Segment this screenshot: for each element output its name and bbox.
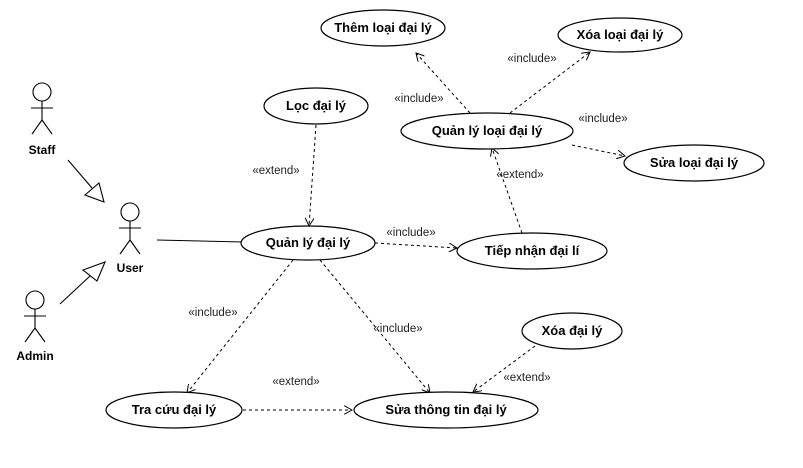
association-user-quan-ly [156, 239, 244, 243]
use-case-quan-ly-loai[interactable]: Quản lý loại đại lý [400, 112, 574, 150]
use-case-xoa-label: Xóa đại lý [542, 323, 603, 338]
stereo-include-them-loai: «include» [394, 93, 443, 105]
use-case-them-loai[interactable]: Thêm loại đại lý [320, 9, 446, 47]
stereo-extend-loc: «extend» [252, 165, 299, 177]
use-case-tra-cuu-label: Tra cứu đại lý [132, 402, 217, 417]
include-xoa-loai [509, 52, 590, 114]
stereo-include-sua-loai: «include» [578, 113, 627, 125]
stereo-extend-tra-cuu: «extend» [272, 376, 319, 388]
stereo-include-tiep-nhan: «include» [386, 227, 435, 239]
actor-user[interactable]: User [117, 202, 144, 275]
use-case-quan-ly-label: Quản lý đại lý [266, 235, 351, 250]
include-tra-cuu [187, 259, 294, 393]
use-case-xoa-loai[interactable]: Xóa loại đại lý [557, 17, 683, 53]
extend-loc-quan-ly [309, 124, 317, 226]
stereo-include-tra-cuu: «include» [188, 307, 237, 319]
use-case-tiep-nhan-label: Tiếp nhận đại lí [485, 243, 580, 258]
generalization-admin-user [59, 261, 106, 305]
actor-admin-label: Admin [16, 349, 53, 363]
actor-user-label: User [117, 261, 144, 275]
relationships [187, 52, 625, 410]
use-case-them-loai-label: Thêm loại đại lý [334, 20, 432, 35]
stereo-include-sua-thong-tin: «include» [373, 323, 422, 335]
use-case-sua-loai[interactable]: Sửa loại đại lý [623, 144, 765, 182]
extend-tiep-nhan-quan-ly-loai [492, 148, 523, 234]
generalization-staff-user [67, 159, 105, 203]
stereo-extend-xoa: «extend» [503, 372, 550, 384]
use-case-quan-ly-loai-label: Quản lý loại đại lý [432, 123, 543, 138]
use-case-loc[interactable]: Lọc đại lý [263, 87, 369, 125]
stereo-extend-tiep-nhan: «extend» [496, 169, 543, 181]
actor-admin[interactable]: Admin [16, 290, 54, 363]
stereotype-labels: «include» «include» «include» «extend» «… [188, 53, 627, 388]
include-tiep-nhan [374, 242, 457, 248]
use-case-xoa-loai-label: Xóa loại đại lý [577, 27, 664, 42]
use-case-loc-label: Lọc đại lý [286, 98, 347, 113]
include-sua-loai [571, 144, 625, 156]
extend-xoa-sua [473, 345, 536, 392]
use-case-xoa[interactable]: Xóa đại lý [521, 312, 623, 350]
actor-staff[interactable]: Staff [29, 82, 57, 157]
actor-staff-label: Staff [29, 143, 57, 157]
include-sua-thong-tin [319, 259, 430, 393]
use-case-sua-loai-label: Sửa loại đại lý [650, 155, 739, 170]
use-case-tiep-nhan[interactable]: Tiếp nhận đại lí [456, 232, 608, 270]
use-case-quan-ly[interactable]: Quản lý đại lý [240, 225, 376, 261]
use-case-sua-thong-tin-label: Sửa thông tin đại lý [385, 402, 507, 417]
use-case-sua-thong-tin[interactable]: Sửa thông tin đại lý [353, 391, 539, 429]
include-them-loai [416, 53, 471, 114]
stereo-include-xoa-loai: «include» [507, 53, 556, 65]
use-case-tra-cuu[interactable]: Tra cứu đại lý [105, 391, 243, 429]
